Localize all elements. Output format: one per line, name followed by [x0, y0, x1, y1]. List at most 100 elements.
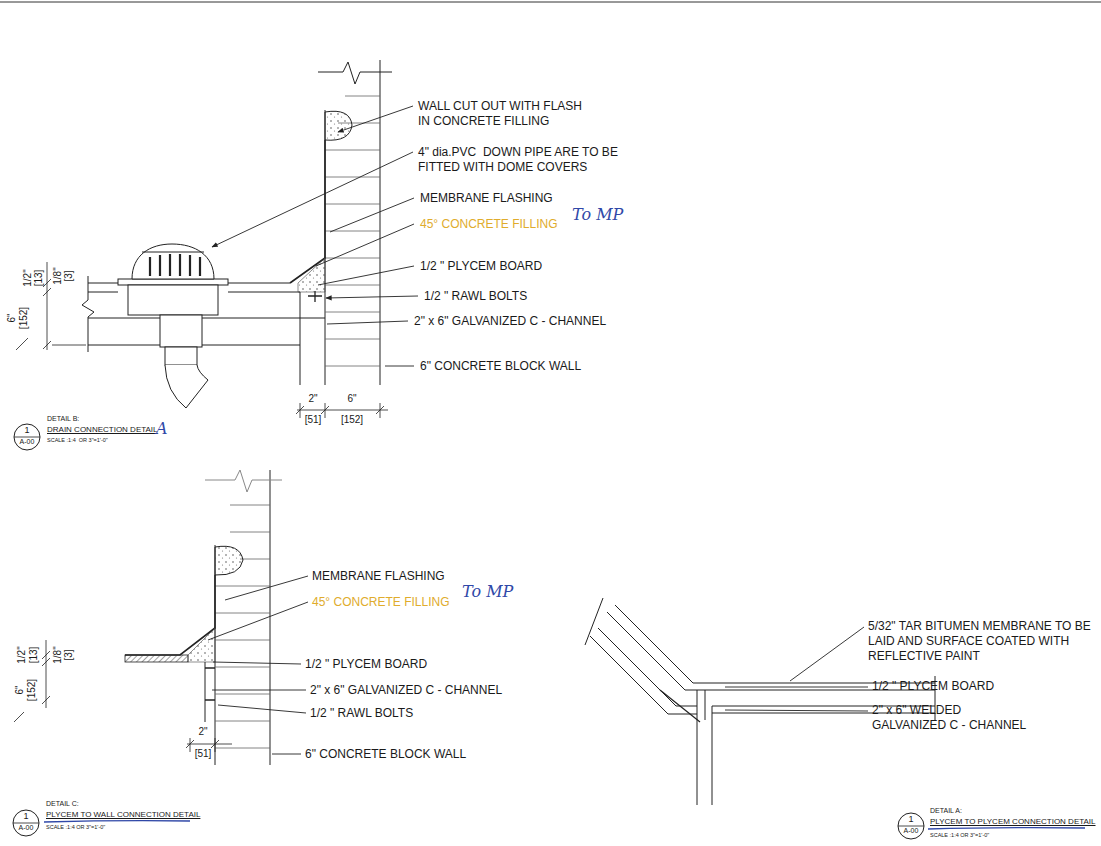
leader-line	[272, 754, 301, 755]
drain-detail	[128, 285, 218, 315]
callout-text: 6" CONCRETE BLOCK WALL	[420, 359, 581, 374]
leader-line	[327, 321, 408, 324]
drain-detail	[318, 62, 392, 84]
drain-detail	[132, 244, 214, 279]
plycem-joint-detail	[585, 598, 603, 645]
handwritten-note: To MP	[462, 582, 513, 602]
leader-line	[212, 152, 413, 247]
dimension-text: [3]	[64, 270, 74, 281]
wall-detail	[215, 546, 243, 575]
callout-text: 45° CONCRETE FILLING	[312, 595, 450, 610]
dimension-text: [152]	[27, 679, 37, 701]
callout-text: 6" CONCRETE BLOCK WALL	[305, 747, 466, 762]
leader-line	[225, 576, 308, 600]
drain-detail	[165, 365, 208, 408]
wall-detail	[42, 640, 50, 708]
drain-detail	[16, 60, 392, 418]
callout-text: 1/2 " PLYCEM BOARD	[420, 259, 542, 274]
dimension-text: 6"	[15, 685, 25, 694]
dimension-text: [3]	[64, 649, 74, 660]
handwritten-note: To MP	[572, 205, 623, 225]
drain-detail	[16, 338, 28, 350]
drain-detail	[290, 140, 325, 283]
dimension-text: 1/2"	[17, 646, 27, 663]
dimension-text: 1/8"	[53, 267, 63, 284]
scale-note: SCALE :1:4 OR 3"=1'-0"	[930, 832, 989, 839]
leader-line	[385, 366, 414, 367]
drain-detail	[82, 276, 94, 352]
drain-detail	[298, 258, 325, 292]
leader-line	[725, 627, 868, 711]
plycem-joint-detail	[660, 690, 700, 722]
drain-detail	[165, 347, 197, 365]
leader-line	[212, 690, 306, 691]
callout-text: 5/32" TAR BITUMEN MEMBRANE TO BE LAID AN…	[868, 619, 1094, 664]
leader-line	[213, 662, 301, 664]
callout-text: 1/2 " RAWL BOLTS	[310, 706, 413, 721]
wall-detail	[125, 655, 188, 662]
dimension-text: 1/8"	[53, 646, 63, 663]
detail-title: PLYCEM TO PLYCEM CONNECTION DETAIL	[930, 817, 1096, 827]
dimension-text: 2"	[198, 726, 207, 739]
drain-detail	[43, 262, 86, 350]
handwritten-note: A	[156, 419, 168, 439]
detail-marker: 1A-00	[12, 809, 40, 837]
sheet-number: A-00	[12, 824, 40, 831]
dimension-text: [13]	[34, 270, 44, 287]
detail-marker: 1A-00	[13, 423, 41, 451]
leader-line	[318, 266, 414, 285]
leader-line	[218, 705, 306, 713]
sheet-border	[0, 2, 1101, 3]
detail-title: DETAIL C:	[46, 800, 79, 809]
dimension-text: [152]	[341, 414, 363, 427]
handwritten-underline	[928, 828, 1085, 829]
dimension-text: 6"	[7, 313, 17, 322]
callout-text: 2" x 6" WELDED GALVANIZED C - CHANNEL	[872, 703, 1032, 733]
callout-text: MEMBRANE FLASHING	[420, 191, 553, 206]
wall-detail	[205, 662, 206, 722]
leader-line	[208, 602, 308, 640]
wall-detail	[188, 628, 215, 662]
detail-marker-divider	[13, 823, 39, 824]
callout-text: 4" dia.PVC DOWN PIPE ARE TO BE FITTED WI…	[418, 145, 643, 175]
dimension-text: 1/2"	[23, 269, 33, 286]
leader-line	[316, 224, 414, 266]
detail-marker-outline	[13, 810, 39, 836]
callout-text: 1/2 " PLYCEM BOARD	[305, 657, 427, 672]
detail-marker-divider	[898, 826, 924, 827]
wall-detail	[14, 712, 24, 722]
leader-line	[725, 687, 868, 688]
wall-detail	[14, 470, 282, 765]
drain-detail	[118, 279, 228, 285]
wall-detail	[205, 668, 215, 700]
detail-title: DETAIL B:	[47, 415, 79, 424]
leader-line	[330, 198, 414, 232]
callout-text: 1/2 " PLYCEM BOARD	[872, 679, 994, 694]
sheet-number: A-00	[13, 438, 41, 445]
dimension-text: 2"	[308, 393, 317, 406]
detail-marker-outline	[898, 813, 924, 839]
detail-marker-divider	[14, 437, 40, 438]
plycem-joint-detail	[668, 690, 712, 805]
handwritten-underline	[44, 821, 190, 822]
detail-title: PLYCEM TO WALL CONNECTION DETAIL	[46, 810, 200, 820]
leader-line	[338, 106, 413, 132]
plycem-joint-detail	[590, 605, 693, 714]
scale-note: SCALE :1:4 OR 3"=1'-0"	[46, 824, 105, 831]
dimension-text: [13]	[29, 647, 39, 664]
callout-text: 45° CONCRETE FILLING	[420, 217, 558, 232]
scale-note: SCALE :1:4 OR 3"=1'-0"	[47, 437, 108, 444]
drain-detail	[325, 111, 352, 140]
detail-marker: 1A-00	[897, 812, 925, 840]
wall-detail	[215, 470, 270, 765]
leader-line	[212, 106, 418, 366]
drain-detail	[150, 254, 200, 276]
callout-text: WALL CUT OUT WITH FLASH IN CONCRETE FILL…	[418, 99, 590, 129]
drain-detail	[160, 315, 202, 347]
drain-detail	[308, 291, 322, 302]
callout-text: 1/2 " RAWL BOLTS	[424, 289, 527, 304]
detail-number: 1	[13, 426, 41, 435]
drain-detail	[142, 252, 204, 253]
detail-title: DRAIN CONNECTION DETAIL	[47, 425, 158, 435]
detail-title: DETAIL A:	[930, 807, 962, 816]
